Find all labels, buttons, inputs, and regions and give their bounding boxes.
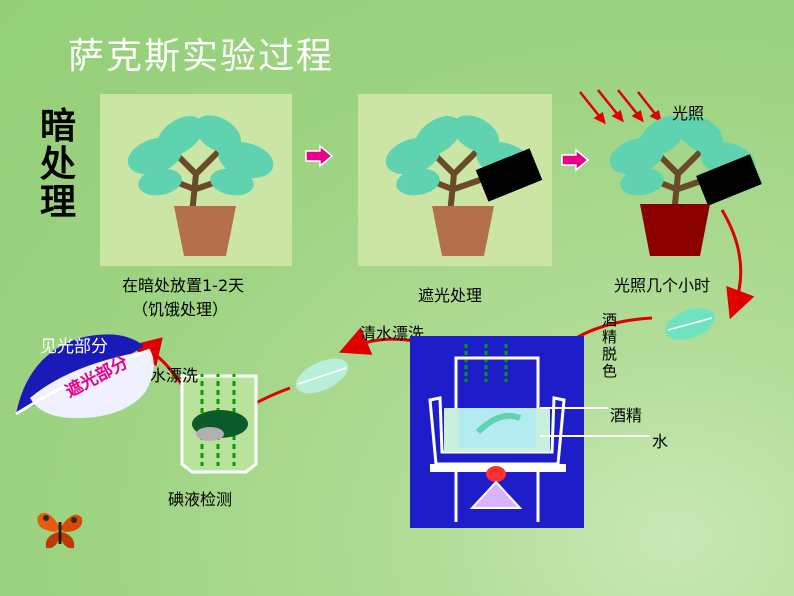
- arrow-step1-to-step2: [305, 144, 334, 168]
- shaded-plant-illustration: [385, 115, 543, 256]
- slide-title: 萨克斯实验过程: [68, 36, 335, 77]
- arrow-step2-to-step3: [561, 148, 590, 172]
- butterfly-icon: [37, 512, 83, 549]
- alcohol-label: 酒精: [610, 406, 643, 425]
- water-bath-illustration: [428, 344, 566, 522]
- plant-illustration: [127, 115, 274, 256]
- rinse-label-upper: 清水漂洗: [360, 324, 425, 343]
- lit-part-label: 见光部分: [40, 337, 108, 357]
- dark-treatment-label: 暗处理: [39, 106, 76, 223]
- iodine-test-vessel: [176, 354, 262, 474]
- step3-label: 光照几个小时: [614, 276, 711, 295]
- panel-dark-plant: [100, 94, 292, 266]
- light-label: 光照: [672, 104, 705, 123]
- step1-sublabel: （饥饿处理）: [132, 300, 229, 319]
- panel-shaded-plant: [358, 94, 552, 266]
- water-label: 水: [652, 432, 669, 451]
- result-leaf: [15, 334, 154, 419]
- alcohol-decolor-label: 酒精脱色: [602, 311, 618, 380]
- iodine-test-label: 碘液检测: [168, 490, 233, 509]
- step1-label: 在暗处放置1-2天: [122, 276, 245, 295]
- alcohol-decolor-apparatus: [410, 336, 584, 528]
- light-plant-illustration: [579, 89, 762, 256]
- step2-label: 遮光处理: [418, 286, 483, 305]
